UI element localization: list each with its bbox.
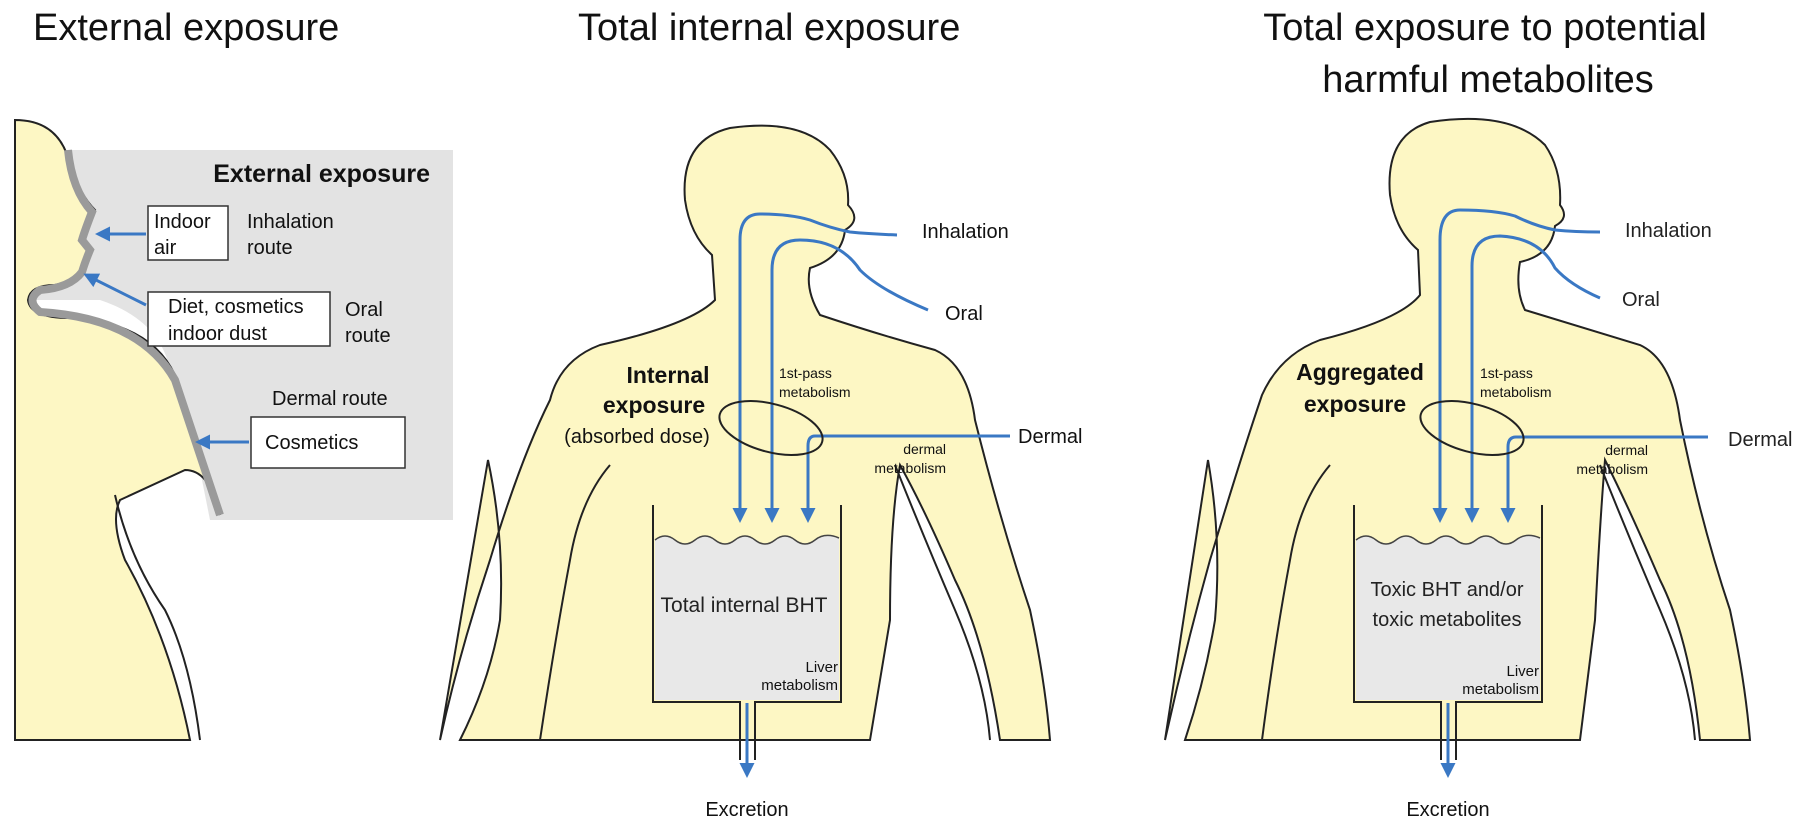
absorbed-dose-label: (absorbed dose) — [564, 426, 710, 448]
panel-title-external: External exposure — [33, 7, 339, 49]
liver-label-2: metabolism — [761, 677, 838, 694]
first-pass-label-3: 1st-pass — [1480, 365, 1533, 381]
dermal-metabolism-label-3b: metabolism — [1576, 461, 1648, 477]
dermal-metabolism-label-3: dermal — [1605, 442, 1648, 458]
panel-external: External exposure External exposure Indo… — [15, 7, 453, 740]
source-label-air: air — [154, 237, 177, 259]
aggregated-tank-label-2: toxic metabolites — [1373, 609, 1522, 631]
route-inhalation: Inhalation — [247, 211, 334, 233]
route-dermal-label: Dermal — [1018, 426, 1082, 448]
panel-internal: Total internal exposure Inhalation Oral … — [440, 7, 1082, 821]
source-label-dust: indoor dust — [168, 323, 267, 345]
first-pass-label: 1st-pass — [779, 365, 832, 381]
panel-aggregated: Total exposure to potential harmful meta… — [1165, 7, 1792, 821]
external-box-title: External exposure — [213, 160, 430, 188]
route-dermal: Dermal route — [272, 388, 388, 410]
panel-title-internal: Total internal exposure — [578, 7, 960, 49]
route-inhalation-label: Inhalation — [922, 221, 1009, 243]
liver-label: Liver — [805, 659, 838, 676]
aggregated-exposure-label: Aggregated — [1296, 359, 1424, 385]
route-inhalation-2: route — [247, 237, 293, 259]
first-pass-label-2: metabolism — [779, 384, 851, 400]
aggregated-exposure-label-2: exposure — [1304, 391, 1406, 417]
dermal-metabolism-label-2: metabolism — [874, 460, 946, 476]
aggregated-tank-label: Toxic BHT and/or — [1370, 579, 1523, 601]
first-pass-label-3b: metabolism — [1480, 384, 1552, 400]
route-oral: Oral — [345, 299, 383, 321]
excretion-label-3: Excretion — [1406, 799, 1489, 821]
route-oral-label: Oral — [945, 303, 983, 325]
panel-title-aggregated: Total exposure to potential — [1263, 7, 1707, 49]
route-dermal-label-3: Dermal — [1728, 429, 1792, 451]
internal-exposure-label: Internal — [626, 362, 709, 388]
liver-label-3: Liver — [1506, 663, 1539, 680]
excretion-label: Excretion — [705, 799, 788, 821]
internal-exposure-label-2: exposure — [603, 392, 705, 418]
liver-label-3b: metabolism — [1462, 681, 1539, 698]
route-inhalation-label-3: Inhalation — [1625, 220, 1712, 242]
internal-tank-label: Total internal BHT — [661, 594, 828, 617]
source-label-diet: Diet, cosmetics — [168, 296, 304, 318]
route-oral-label-3: Oral — [1622, 289, 1660, 311]
dermal-metabolism-label: dermal — [903, 441, 946, 457]
panel-title-aggregated-2: harmful metabolites — [1322, 59, 1654, 101]
route-oral-2: route — [345, 325, 391, 347]
source-label-cosmetics: Cosmetics — [265, 432, 358, 454]
source-label-indoor: Indoor — [154, 211, 211, 233]
